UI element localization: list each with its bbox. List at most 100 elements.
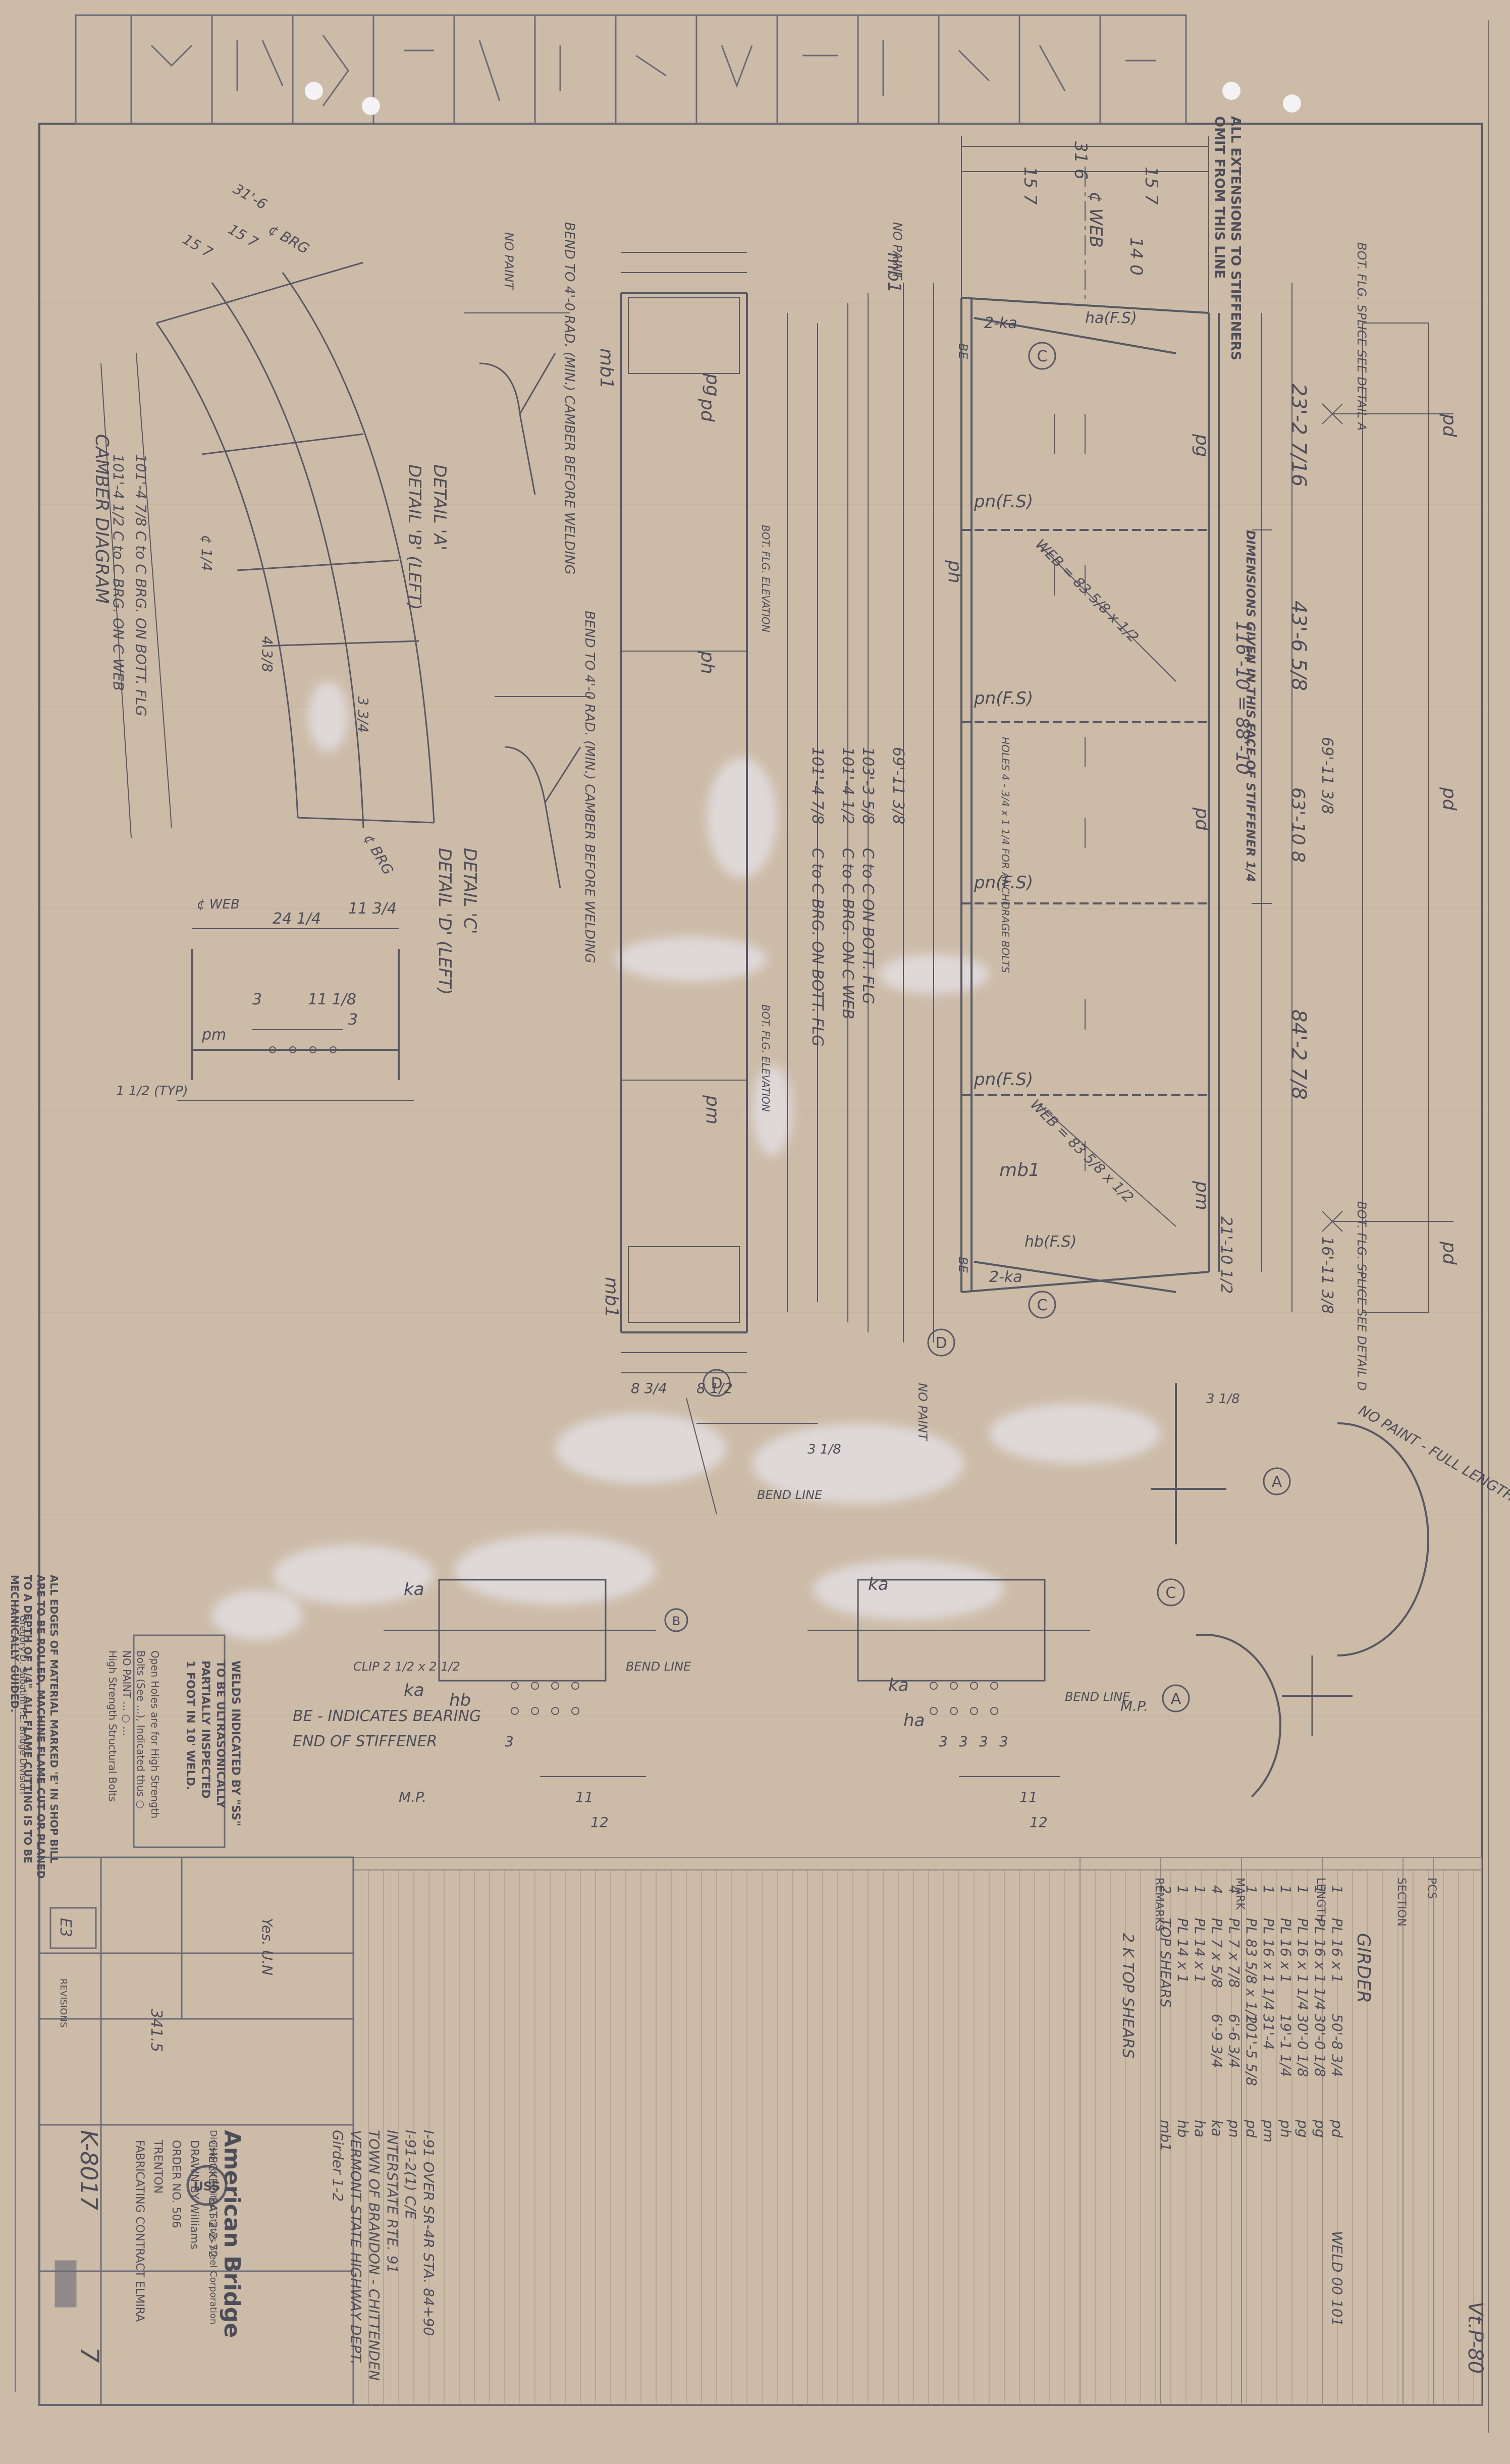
bom-cell-length: 6'-9 3/4 xyxy=(1209,2014,1225,2068)
bom-cell-section: PL 7 x 7/8 xyxy=(1226,1918,1243,1988)
bubble-letters: C D C D A C A B xyxy=(672,348,1282,1708)
girder-elevation xyxy=(960,136,1453,1313)
section-label: 3 xyxy=(348,1011,358,1029)
note: 84'-2 7/8 xyxy=(1287,1009,1310,1100)
section-label: 11 1/8 xyxy=(308,991,356,1008)
plate-mark: 101'-4 7/8 xyxy=(808,747,826,824)
dim-label: 14 0 xyxy=(1126,237,1146,276)
edge-note: ALL EXTENSIONS TO STIFFENERS OMIT FROM T… xyxy=(1212,116,1243,360)
plate-mark: pm xyxy=(702,1095,723,1124)
bearing-mark: M.P. xyxy=(399,1789,426,1805)
elevation-notes: BOT. FLG. SPLICE SEE DETAIL A 23'-2 7/16… xyxy=(1217,242,1369,1390)
note-line: NO PAINT ... ○ ... xyxy=(121,1650,133,1736)
note: 21'-10 1/2 xyxy=(1217,1216,1235,1294)
note: DIMENSIONS GIVEN IN THIS FACE OF STIFFEN… xyxy=(1244,530,1258,882)
bom-cell-pcs: 1 xyxy=(1295,1885,1311,1894)
bearing-labels: ka ka ka hb ha ka BEND LINE BEND LINE BE… xyxy=(293,1391,1240,1831)
bearing-mark: 3 1/8 xyxy=(1206,1391,1240,1407)
punch-hole xyxy=(1222,82,1241,100)
bom-cell-length: 50'-8 3/4 xyxy=(1329,2014,1345,2077)
bom-cell-mark: pg xyxy=(1295,2119,1311,2138)
bubble-letter: B xyxy=(672,1614,680,1628)
title-field: DRAWN BY Williams xyxy=(188,2140,200,2249)
bom-cell-mark: hb xyxy=(1174,2120,1191,2138)
bom-col-header: LENGTH xyxy=(1314,1878,1327,1922)
plate-mark: BE xyxy=(956,1257,970,1273)
edge-note-line: ALL EXTENSIONS TO STIFFENERS xyxy=(1228,116,1243,360)
note-line: ARE TO BE ROLLED, MACHINE FLAME CUT OR P… xyxy=(35,1575,47,1879)
title-company: American Bridge Division of United State… xyxy=(208,2130,245,2338)
plate-mark: C to C ON BOTT. FLG xyxy=(859,848,877,1004)
bearing-mark: 12 xyxy=(590,1814,609,1831)
bubble-letter: C xyxy=(1166,1584,1176,1602)
plate-mark: BOT. FLG. ELEVATION xyxy=(760,1004,772,1112)
note: 69'-11 3/8 xyxy=(1318,737,1336,814)
bearing-mark: BEND LINE xyxy=(626,1659,691,1674)
bom-bottom-note: 2 K TOP SHEARS xyxy=(1119,1933,1137,2058)
revisions-label: REVISIONS xyxy=(58,1978,69,2027)
bearing-mark: M.P. xyxy=(1120,1698,1148,1715)
bearing-mark: CLIP 2 1/2 x 2 1/2 xyxy=(353,1659,460,1674)
camber-note: 3 3/4 xyxy=(355,697,371,733)
bom-cell-mark: pm xyxy=(1260,2119,1277,2142)
bom-cell-mark: pd xyxy=(1329,2119,1345,2138)
dim-label: 15 7 xyxy=(1020,167,1040,205)
dim-label: ¢ WEB xyxy=(1086,192,1106,248)
camber-diagram xyxy=(100,261,435,838)
bom-cell-length: 30'-0 1/8 xyxy=(1312,2014,1328,2077)
plan-labels: pd ph pg pm mb1 mb1 8 3/4 8 1/2 NO PAINT… xyxy=(502,232,907,1397)
plate-mark: pd xyxy=(697,398,718,422)
elevation-dims: 31 6 15 7 15 7 ¢ WEB 14 0 xyxy=(1020,141,1161,276)
title-field: ORDER NO. 506 xyxy=(170,2140,182,2228)
bearing-mark: 11 xyxy=(575,1789,594,1805)
project-lines: Girder 1-2 VERMONT STATE HIGHWAY DEPT. T… xyxy=(330,2130,437,2381)
camber-note: 4 3/8 xyxy=(259,636,276,672)
bom-header: PCS SECTION LENGTH MARK REMARKS xyxy=(1153,1878,1438,1932)
bom-cell-section: PL 16 x 1 1/4 xyxy=(1312,1918,1328,2010)
bom-cell-mark: pg xyxy=(1312,2119,1328,2138)
edge-ruler xyxy=(15,20,1489,2433)
plate-mark: 101'-4 1/2 xyxy=(839,747,856,824)
bom-cell-pcs: 1 xyxy=(1243,1885,1260,1894)
bubble-letter: A xyxy=(1171,1690,1181,1708)
bom-cell-pcs: 1 xyxy=(1277,1885,1294,1894)
detail-title: DETAIL 'B' (LEFT) xyxy=(404,464,424,610)
bearing-note: END OF STIFFENER xyxy=(293,1733,437,1750)
bom-cell-section: PL 16 x 1 xyxy=(1329,1918,1345,1983)
plate-mark: mb1 xyxy=(884,252,904,293)
bom-cell-pcs: 2 xyxy=(1157,1885,1174,1894)
bearing-mark: ka xyxy=(888,1675,909,1695)
detail-note: BEND TO 4'-0 RAD. (MIN.) CAMBER BEFORE W… xyxy=(562,222,577,575)
plate-mark: 8 1/2 xyxy=(696,1380,733,1397)
plate-mark: mb1 xyxy=(999,1160,1040,1181)
bom-cell-mark: ka xyxy=(1209,2120,1225,2136)
bom-cell-section: PL 7 x 5/8 xyxy=(1209,1918,1225,1988)
note: BOT. FLG. SPLICE SEE DETAIL A xyxy=(1355,242,1369,431)
corner-stamp: Vt.P-80 xyxy=(1464,2301,1487,2374)
company-name: American Bridge xyxy=(219,2130,245,2338)
title-fields: FABRICATING CONTRACT ELMIRA TRENTON ORDE… xyxy=(133,2139,219,2322)
bom-cell-pcs: 1 xyxy=(1312,1885,1328,1894)
bom-cell-section: PL 16 x 1 1/4 xyxy=(1295,1918,1311,2010)
bom-cell-section: TOP SHEARS xyxy=(1157,1918,1174,2008)
bearing-mark: hb xyxy=(449,1690,471,1710)
title-block xyxy=(38,1634,354,2406)
bearing-mark: 3 xyxy=(999,1733,1008,1750)
bom-cell-pcs: 1 xyxy=(1260,1885,1277,1894)
detail-title: DETAIL 'A' xyxy=(429,464,450,550)
plate-mark: NO PAINT xyxy=(890,222,904,281)
section-label: pm xyxy=(201,1026,226,1044)
plate-mark: pm xyxy=(1192,1181,1212,1210)
camber-note: ¢ 1/4 xyxy=(198,535,215,571)
bom-cell-mark: pd xyxy=(1243,2119,1260,2138)
bom-cell-mark: mb1 xyxy=(1157,2120,1174,2152)
bearing-mark: ka xyxy=(404,1680,424,1700)
bom-cell-mark: ha xyxy=(1192,2120,1208,2137)
plate-mark: HOLES 4 - 3/4 x 1 1/4 FOR ANCHORAGE BOLT… xyxy=(999,737,1011,973)
bom-cell-section: PL 83 5/8 x 1/2 xyxy=(1243,1918,1260,2024)
bom-cell-remarks: WELD 00 101 xyxy=(1329,2231,1345,2326)
note: 16'-11 3/8 xyxy=(1318,1237,1336,1314)
camber-note: 101'-4 7/8 C to C BRG. ON BOTT. FLG xyxy=(133,454,149,716)
